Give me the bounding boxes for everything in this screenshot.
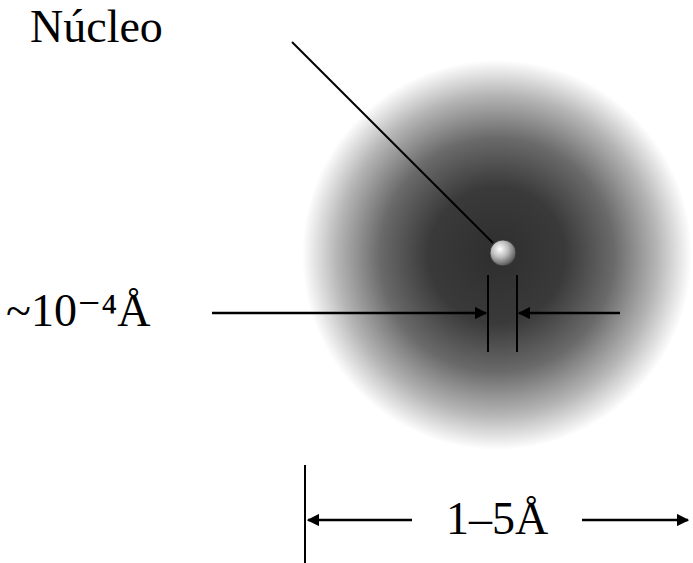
electron-cloud bbox=[302, 60, 692, 450]
dimension-label: ~10⁻⁴Å bbox=[6, 286, 150, 337]
leader-line bbox=[292, 42, 493, 243]
dimension-arrow bbox=[582, 519, 688, 522]
dimension-arrow bbox=[519, 312, 620, 315]
nucleus-label: Núcleo bbox=[30, 2, 163, 53]
dimension-tick bbox=[304, 465, 306, 563]
dimension-label: 1–5Å bbox=[446, 494, 548, 545]
dimension-tick bbox=[487, 275, 489, 352]
dimension-arrow bbox=[308, 519, 412, 522]
nucleus bbox=[490, 240, 516, 266]
dimension-arrow bbox=[212, 312, 486, 315]
dimension-tick bbox=[516, 275, 518, 352]
